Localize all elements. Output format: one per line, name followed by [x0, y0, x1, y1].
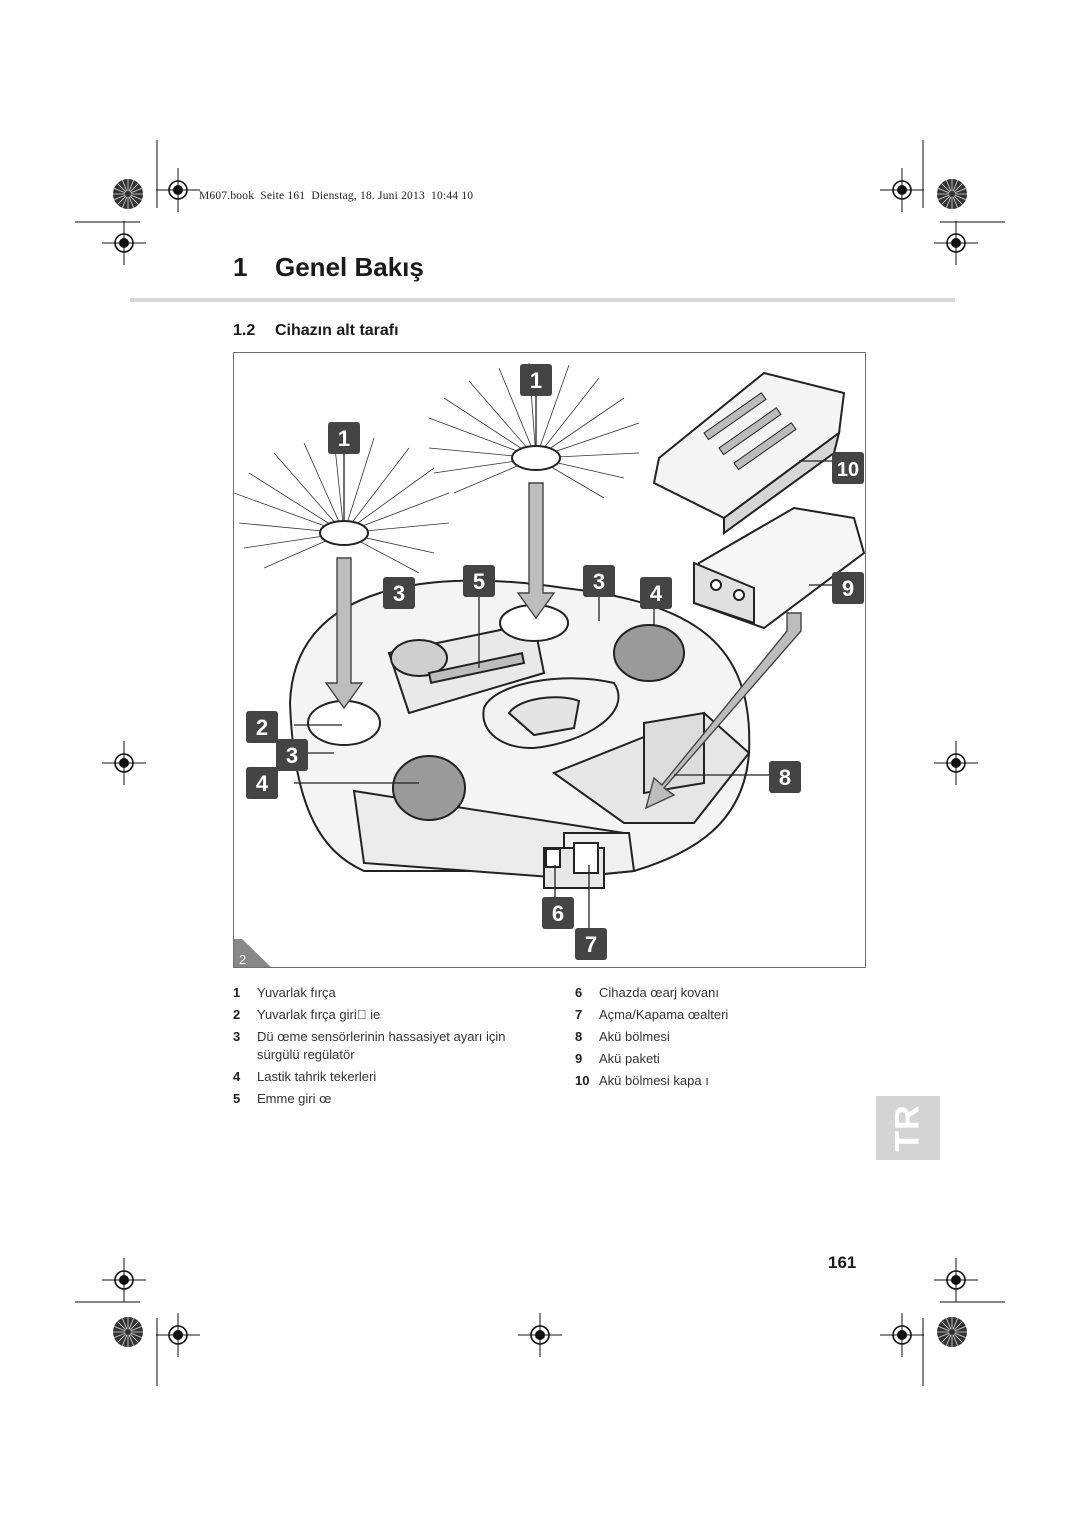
callout-4b: 4: [246, 767, 278, 799]
top-right-marks: [879, 140, 1005, 266]
figure-number-tab: 2: [234, 939, 271, 967]
section-heading: 1.2 Cihazın alt tarafı: [233, 322, 399, 340]
svg-text:8: 8: [779, 765, 791, 790]
callout-1a: 1: [328, 422, 360, 454]
svg-text:4: 4: [650, 581, 663, 606]
callout-6: 6: [542, 897, 574, 929]
callout-5: 5: [463, 565, 495, 597]
callout-4a: 4: [640, 577, 672, 609]
svg-text:3: 3: [593, 569, 605, 594]
heading-rule: [130, 298, 955, 302]
callout-badges: 1 1 10 3 5 3 4 9 2 3 4 8 6 7: [246, 364, 864, 960]
svg-text:9: 9: [842, 576, 854, 601]
section-number: 1.2: [233, 322, 256, 339]
callout-8: 8: [769, 761, 801, 793]
svg-text:5: 5: [473, 569, 485, 594]
callout-3c: 3: [276, 739, 308, 771]
callout-3a: 3: [383, 577, 415, 609]
side-brush-left: [233, 437, 450, 574]
callout-7: 7: [575, 928, 607, 960]
side-brush-right: [428, 362, 640, 499]
robot-vacuum-illustration: 1 1 10 3 5 3 4 9 2 3 4 8 6 7 2: [233, 362, 866, 967]
callout-leaders: [294, 395, 832, 928]
svg-text:1: 1: [530, 368, 542, 393]
assembly-arrows: [324, 482, 802, 810]
svg-text:1: 1: [338, 426, 350, 451]
page-number: 161: [828, 1253, 857, 1272]
svg-text:4: 4: [256, 771, 269, 796]
svg-text:6: 6: [552, 901, 564, 926]
svg-text:3: 3: [393, 581, 405, 606]
callout-3b: 3: [583, 565, 615, 597]
svg-text:7: 7: [585, 932, 597, 957]
language-tab-label: TR: [888, 1104, 927, 1152]
battery-pack: [692, 506, 866, 630]
section-title: Cihazın alt tarafı: [275, 322, 399, 339]
chapter-number: 1: [233, 252, 248, 282]
svg-text:10: 10: [837, 459, 859, 481]
top-left-marks: [75, 140, 201, 266]
callout-2: 2: [246, 711, 278, 743]
svg-text:2: 2: [256, 715, 268, 740]
bottom-marks: [75, 1257, 1005, 1386]
callout-9: 9: [832, 572, 864, 604]
callout-1b: 1: [520, 364, 552, 396]
battery-lid: [652, 371, 846, 535]
chapter-heading: 1 Genel Bakış: [233, 252, 424, 283]
language-tab: TR: [876, 1096, 940, 1160]
svg-text:3: 3: [286, 743, 298, 768]
svg-text:2: 2: [239, 952, 246, 967]
callout-10: 10: [832, 452, 864, 484]
robot-body: [288, 579, 751, 889]
chapter-title: Genel Bakış: [275, 252, 424, 282]
print-info-line: M607.book Seite 161 Dienstag, 18. Juni 2…: [199, 190, 474, 202]
device-underside-figure: 1 1 10 3 5 3 4 9 2 3 4 8 6 7 2: [233, 352, 866, 968]
